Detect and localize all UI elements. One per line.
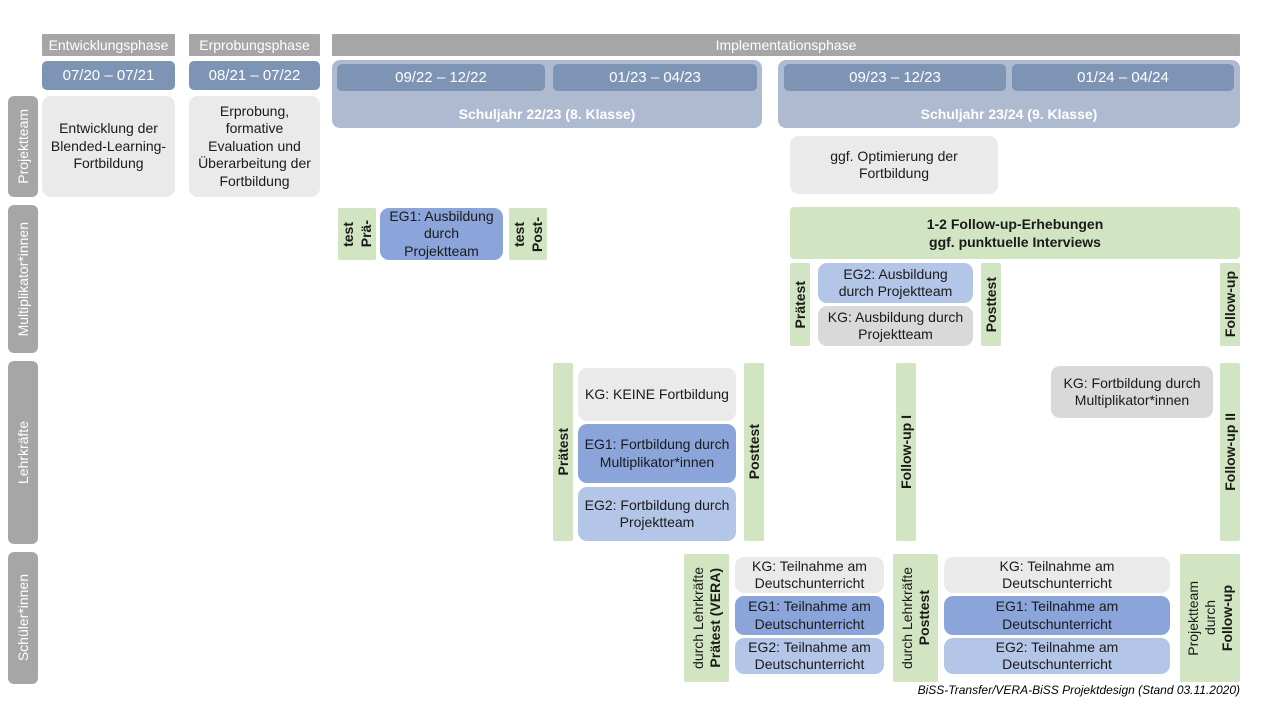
phase-header-erprobung: Erprobungsphase bbox=[189, 34, 320, 56]
row-label-text: Multiplikator*innen bbox=[15, 221, 31, 337]
card-kg-ausbildung-projektteam: KG: Ausbildung durch Projektteam bbox=[818, 306, 973, 346]
posttest-label-regular: durch Lehrkräfte bbox=[898, 567, 915, 669]
posttest-label: Posttest bbox=[745, 424, 762, 480]
card-text: ggf. Optimierung der Fortbildung bbox=[830, 147, 958, 182]
card-text: EG2: Teilnahme am Deutschunterricht bbox=[748, 638, 871, 673]
card-kg-teilnahme-deutschunterricht-2: KG: Teilnahme am Deutschunterricht bbox=[944, 557, 1170, 593]
phase-header-entwicklung: Entwicklungsphase bbox=[42, 34, 175, 56]
period-label: 09/22 – 12/22 bbox=[395, 69, 487, 86]
card-eg2-fortbildung-projektteam: EG2: Fortbildung durch Projektteam bbox=[578, 487, 736, 541]
period-label: 07/20 – 07/21 bbox=[62, 67, 155, 84]
praetest-label-regular: durch Lehrkräfte bbox=[689, 567, 706, 669]
praetest-bar-multiplikatoren: Prä- test bbox=[338, 208, 376, 260]
card-text: EG1: Teilnahme am Deutschunterricht bbox=[748, 598, 871, 632]
row-label-multiplikatoren: Multiplikator*innen bbox=[8, 205, 38, 353]
card-kg-fortbildung-multiplikatoren: KG: Fortbildung durch Multiplikator*inne… bbox=[1051, 366, 1213, 418]
posttest-bar-multiplikatoren-2: Posttest bbox=[981, 263, 1001, 346]
row-label-lehrkraefte: Lehrkräfte bbox=[8, 361, 38, 544]
card-text: Erprobung, formative Evaluation und Über… bbox=[198, 102, 311, 189]
praetest-vera-bar-schueler: Prätest (VERA) durch Lehrkräfte bbox=[684, 554, 729, 682]
followup-bar-multiplikatoren: Follow-up bbox=[1220, 263, 1240, 346]
praetest-line-2: test bbox=[340, 221, 357, 247]
school-year-label: Schuljahr 22/23 (8. Klasse) bbox=[458, 106, 636, 122]
period-label: 08/21 – 07/22 bbox=[208, 67, 301, 84]
card-text: KG: Teilnahme am Deutschunterricht bbox=[752, 557, 867, 592]
followup-erhebungen-banner: 1-2 Follow-up-Erhebungen ggf. punktuelle… bbox=[790, 207, 1240, 259]
card-text: EG1: Teilnahme am Deutschunterricht bbox=[995, 598, 1119, 632]
phase-header-label: Implementationsphase bbox=[715, 37, 857, 53]
period-bar-5: 01/24 – 04/24 bbox=[1012, 64, 1234, 91]
period-bar-4: 09/23 – 12/23 bbox=[784, 64, 1006, 91]
period-bar-2: 09/22 – 12/22 bbox=[337, 64, 545, 91]
school-year-band-2223: 09/22 – 12/22 01/23 – 04/23 Schuljahr 22… bbox=[332, 60, 762, 128]
followup-2-bar-lehrkraefte: Follow-up II bbox=[1220, 363, 1240, 541]
row-label-text: Schüler*innen bbox=[15, 574, 31, 662]
followup-label: Follow-up I bbox=[897, 415, 914, 489]
card-eg2-teilnahme-deutschunterricht-1: EG2: Teilnahme am Deutschunterricht bbox=[735, 638, 884, 674]
period-label: 01/23 – 04/23 bbox=[609, 69, 701, 86]
school-year-band-2324: 09/23 – 12/23 01/24 – 04/24 Schuljahr 23… bbox=[778, 60, 1240, 128]
praetest-bar-multiplikatoren-2: Prätest bbox=[790, 263, 810, 346]
followup-label-regular-2: Projektteam bbox=[1184, 580, 1201, 656]
card-kg-keine-fortbildung: KG: KEINE Fortbildung bbox=[578, 368, 736, 421]
card-eg2-teilnahme-deutschunterricht-2: EG2: Teilnahme am Deutschunterricht bbox=[944, 638, 1170, 674]
card-eg1-teilnahme-deutschunterricht-1: EG1: Teilnahme am Deutschunterricht bbox=[735, 596, 884, 635]
posttest-line-1: Post- bbox=[528, 216, 545, 252]
phase-header-implementation: Implementationsphase bbox=[332, 34, 1240, 56]
banner-line-2: ggf. punktuelle Interviews bbox=[929, 234, 1101, 250]
posttest-bar-lehrkraefte: Posttest bbox=[744, 363, 764, 541]
card-eg2-ausbildung-projektteam: EG2: Ausbildung durch Projektteam bbox=[818, 263, 973, 303]
card-text: EG1: Ausbildung durch Projektteam bbox=[389, 207, 494, 259]
card-text: KG: KEINE Fortbildung bbox=[585, 385, 729, 402]
phase-header-label: Erprobungsphase bbox=[199, 37, 310, 53]
posttest-label-bold: Posttest bbox=[916, 590, 932, 646]
period-bar-0: 07/20 – 07/21 bbox=[42, 61, 175, 90]
followup-label-regular-1: durch bbox=[1201, 600, 1218, 636]
card-eg1-fortbildung-multiplikatoren: EG1: Fortbildung durch Multiplikator*inn… bbox=[578, 424, 736, 483]
school-year-label: Schuljahr 23/24 (9. Klasse) bbox=[920, 106, 1098, 122]
card-text: Entwicklung der Blended-Learning-Fortbil… bbox=[50, 120, 167, 172]
card-eg1-teilnahme-deutschunterricht-2: EG1: Teilnahme am Deutschunterricht bbox=[944, 596, 1170, 635]
card-text: KG: Fortbildung durch Multiplikator*inne… bbox=[1063, 374, 1201, 409]
card-text: EG2: Fortbildung durch Projektteam bbox=[584, 496, 730, 531]
praetest-bar-lehrkraefte: Prätest bbox=[553, 363, 573, 541]
card-optimierung-fortbildung: ggf. Optimierung der Fortbildung bbox=[790, 136, 998, 194]
posttest-bar-schueler: Posttest durch Lehrkräfte bbox=[893, 554, 938, 682]
praetest-line-1: Prä- bbox=[357, 220, 374, 248]
row-label-text: Projektteam bbox=[15, 109, 31, 184]
followup-label: Follow-up II bbox=[1221, 413, 1238, 491]
praetest-label: Prätest bbox=[791, 280, 808, 329]
posttest-label: Posttest bbox=[982, 276, 999, 333]
posttest-bar-multiplikatoren: Post- test bbox=[509, 208, 547, 260]
praetest-label: Prätest bbox=[554, 428, 571, 476]
banner-line-1: 1-2 Follow-up-Erhebungen bbox=[926, 215, 1104, 232]
card-text: EG2: Teilnahme am Deutschunterricht bbox=[995, 638, 1119, 673]
praetest-label-bold: Prätest (VERA) bbox=[707, 568, 723, 668]
row-label-schueler: Schüler*innen bbox=[8, 552, 38, 684]
period-label: 01/24 – 04/24 bbox=[1077, 69, 1169, 86]
card-eg1-ausbildung-projektteam: EG1: Ausbildung durch Projektteam bbox=[380, 208, 503, 260]
period-label: 09/23 – 12/23 bbox=[849, 69, 941, 86]
followup-bar-schueler: Follow-up durch Projektteam bbox=[1180, 554, 1240, 682]
period-bar-1: 08/21 – 07/22 bbox=[189, 61, 320, 90]
phase-header-label: Entwicklungsphase bbox=[48, 37, 169, 53]
row-label-text: Lehrkräfte bbox=[15, 420, 31, 485]
card-entwicklung-fortbildung: Entwicklung der Blended-Learning-Fortbil… bbox=[42, 96, 175, 197]
followup-label: Follow-up bbox=[1221, 271, 1238, 338]
footer-text: BiSS-Transfer/VERA-BiSS Projektdesign (S… bbox=[917, 683, 1240, 697]
posttest-line-2: test bbox=[511, 221, 528, 247]
followup-label-bold: Follow-up bbox=[1219, 584, 1236, 652]
card-text: KG: Ausbildung durch Projektteam bbox=[827, 308, 964, 343]
card-erprobung-evaluation: Erprobung, formative Evaluation und Über… bbox=[189, 96, 320, 197]
period-bar-3: 01/23 – 04/23 bbox=[553, 64, 757, 91]
card-kg-teilnahme-deutschunterricht-1: KG: Teilnahme am Deutschunterricht bbox=[735, 557, 884, 593]
card-text: KG: Teilnahme am Deutschunterricht bbox=[999, 557, 1115, 592]
followup-1-bar-lehrkraefte: Follow-up I bbox=[896, 363, 916, 541]
card-text: EG1: Fortbildung durch Multiplikator*inn… bbox=[584, 436, 730, 470]
row-label-projektteam: Projektteam bbox=[8, 96, 38, 197]
card-text: EG2: Ausbildung durch Projektteam bbox=[838, 265, 953, 300]
footer-caption: BiSS-Transfer/VERA-BiSS Projektdesign (S… bbox=[700, 683, 1240, 699]
